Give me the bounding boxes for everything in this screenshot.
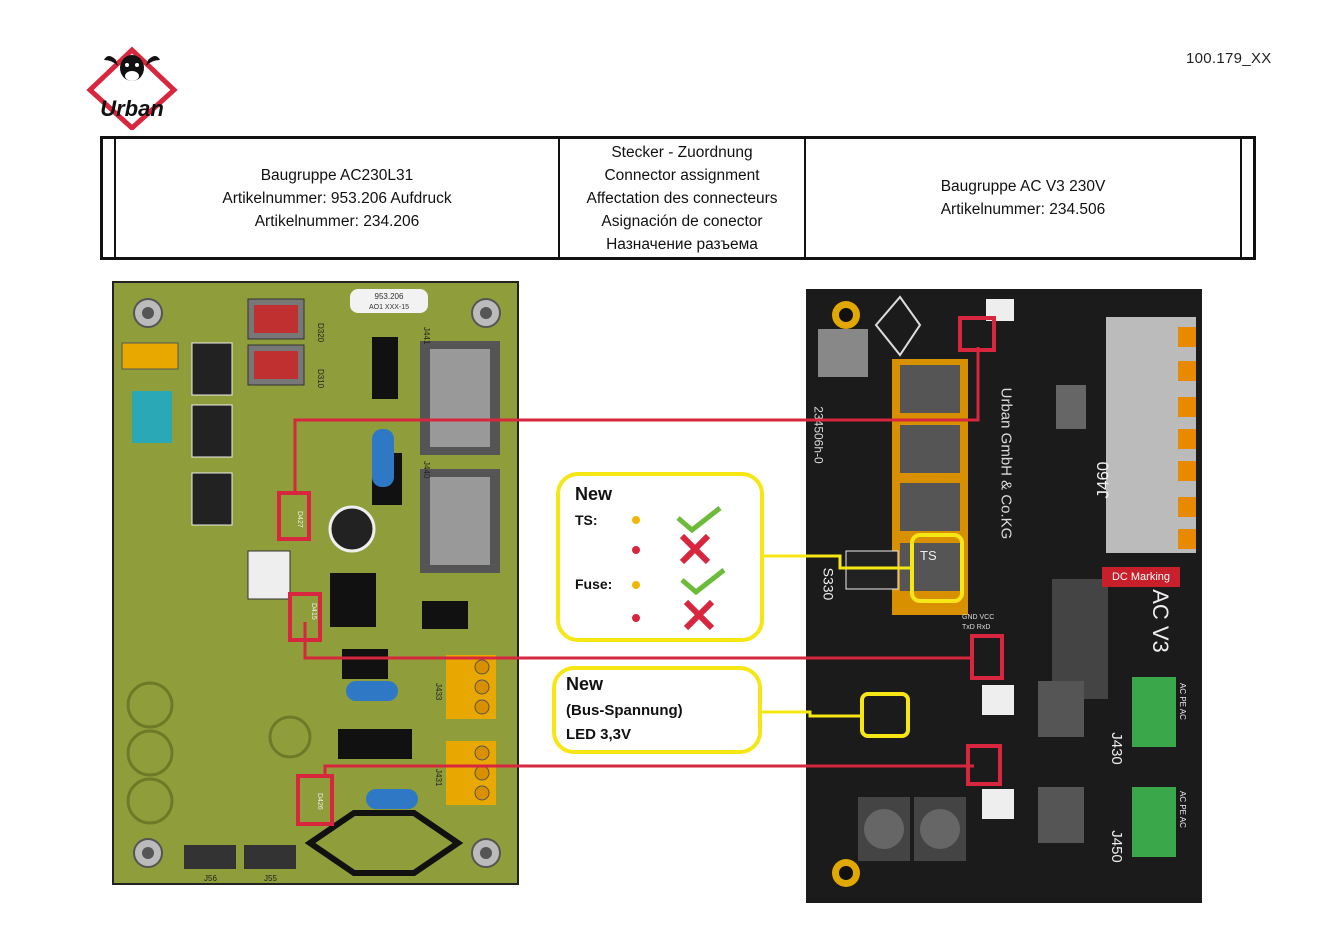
dc-marking-label: DC Marking bbox=[1102, 567, 1180, 587]
svg-text:J55: J55 bbox=[264, 874, 277, 883]
svg-text:AO1 XXX-15: AO1 XXX-15 bbox=[369, 304, 409, 311]
right-article-number: Artikelnummer: 234.506 bbox=[940, 201, 1106, 218]
title-de: Stecker - Zuordnung bbox=[611, 143, 753, 161]
bus-legend-subtitle: (Bus-Spannung) bbox=[566, 702, 683, 719]
header-table: Baugruppe AC230L31 Artikelnummer: 953.20… bbox=[100, 136, 1256, 260]
header-middle-cell: Stecker - Zuordnung Connector assignment… bbox=[560, 139, 806, 257]
title-fr: Affectation des connecteurs bbox=[586, 189, 778, 207]
pcb-label-ts: TS bbox=[920, 548, 937, 563]
svg-text:J433: J433 bbox=[434, 683, 443, 701]
right-pcb-board: GND VCC TxD RxD AC PE AC AC PE AC bbox=[806, 289, 1202, 903]
legend-ts-label: TS: bbox=[575, 512, 598, 528]
logo-text: Urban bbox=[100, 96, 164, 121]
pcb-label-company: Urban GmbH & Co.KG bbox=[997, 387, 1015, 540]
pcb-label-s330: S330 bbox=[820, 567, 837, 601]
left-assembly-name: Baugruppe AC230L31 bbox=[260, 166, 414, 184]
svg-text:D310: D310 bbox=[316, 369, 325, 389]
svg-text:J441: J441 bbox=[422, 327, 431, 345]
svg-text:J56: J56 bbox=[204, 874, 217, 883]
legend-bus-voltage-box bbox=[552, 666, 762, 754]
header-right-cell: Baugruppe AC V3 230V Artikelnummer: 234.… bbox=[806, 139, 1240, 257]
legend-fuse-label: Fuse: bbox=[575, 576, 613, 592]
svg-text:D426: D426 bbox=[316, 793, 323, 810]
document-number: 100.179_XX bbox=[1186, 50, 1272, 67]
svg-text:D415: D415 bbox=[310, 603, 317, 620]
pcb-label-j430: J430 bbox=[1107, 732, 1125, 765]
svg-text:J440: J440 bbox=[422, 461, 431, 479]
left-pcb-graphics: 953.206 AO1 XXX-15 D320 D310 bbox=[121, 289, 501, 883]
svg-text:AC PE AC: AC PE AC bbox=[1178, 791, 1187, 828]
pcb-label-j450: J450 bbox=[1107, 830, 1125, 863]
title-es: Asignación de conector bbox=[601, 212, 763, 230]
bus-legend-title: New bbox=[566, 674, 604, 694]
svg-text:D427: D427 bbox=[296, 511, 303, 528]
left-article-print: Artikelnummer: 953.206 Aufdruck bbox=[222, 189, 452, 207]
title-ru: Назначение разъема bbox=[606, 235, 758, 253]
svg-text:AC PE AC: AC PE AC bbox=[1178, 683, 1187, 720]
title-en: Connector assignment bbox=[604, 166, 760, 184]
urban-logo: Urban bbox=[86, 46, 178, 130]
svg-text:D320: D320 bbox=[316, 323, 325, 343]
header-border-right bbox=[1240, 139, 1242, 257]
left-pcb-board: 953.206 AO1 XXX-15 D320 D310 bbox=[112, 281, 519, 885]
pcb-label-j460: J460 bbox=[1093, 461, 1113, 499]
svg-text:J431: J431 bbox=[434, 769, 443, 787]
right-assembly-name: Baugruppe AC V3 230V bbox=[940, 178, 1106, 195]
pcb-label-part-number: 234506h-0 bbox=[811, 406, 826, 464]
header-border-left bbox=[114, 139, 116, 257]
svg-text:953.206: 953.206 bbox=[375, 292, 404, 301]
bus-legend-led: LED 3,3V bbox=[566, 726, 632, 743]
header-left-cell: Baugruppe AC230L31 Artikelnummer: 953.20… bbox=[116, 139, 560, 257]
legend-title: New bbox=[575, 484, 613, 504]
svg-text:GND VCC: GND VCC bbox=[962, 614, 994, 621]
right-pcb-graphics: GND VCC TxD RxD AC PE AC AC PE AC bbox=[806, 289, 1202, 903]
left-article-number: Artikelnummer: 234.206 bbox=[254, 212, 420, 230]
svg-text:TxD RxD: TxD RxD bbox=[962, 624, 990, 631]
pcb-label-ac-v3: AC V3 bbox=[1147, 589, 1173, 653]
